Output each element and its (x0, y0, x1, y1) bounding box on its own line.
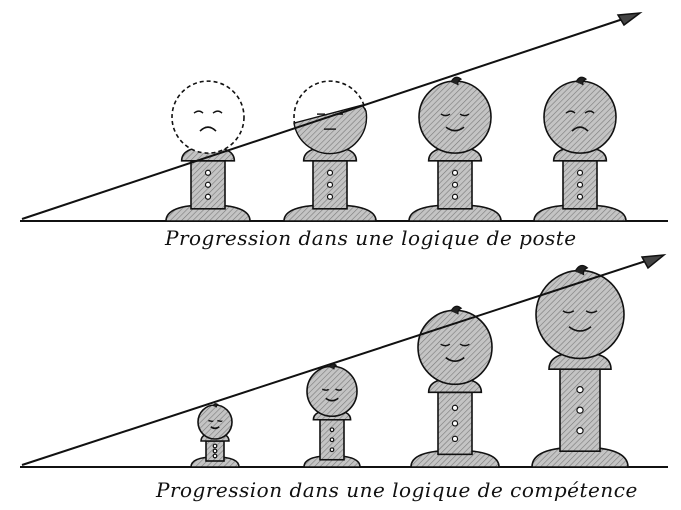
figure-button (329, 437, 335, 443)
figure-button (204, 169, 212, 176)
panel-competence-logic (20, 254, 668, 468)
figure-button (329, 427, 335, 433)
figure-head (418, 80, 492, 154)
face-happy (440, 305, 470, 362)
face-sad (193, 110, 223, 132)
figure-button (329, 447, 335, 453)
figure-button (212, 453, 218, 459)
figure-button (451, 181, 459, 188)
caption-job-logic: Progression dans une logique de poste (165, 226, 577, 250)
figure-head (197, 404, 233, 440)
figure-head (535, 269, 625, 360)
face-happy (208, 403, 223, 430)
figure-stage-2 (283, 80, 377, 222)
face-happy (440, 76, 470, 132)
face-happy (562, 264, 598, 332)
figure-button (326, 193, 334, 200)
figure-button (576, 406, 584, 414)
figure-button (576, 169, 584, 176)
figure-button (576, 181, 584, 188)
caption-competence-logic: Progression dans une logique de compéten… (156, 478, 638, 502)
figure-head (417, 309, 493, 386)
figure-button (576, 386, 584, 394)
figure-stage-3 (408, 76, 502, 222)
figure-button (576, 427, 584, 435)
face-happy (322, 363, 343, 402)
figure-head (171, 80, 245, 154)
figure-stage-2 (303, 363, 361, 468)
figure-stage-4 (533, 76, 627, 222)
figure-stage-1 (190, 403, 240, 468)
progression-arrow (21, 12, 643, 220)
figure-stage-4 (531, 264, 629, 468)
figure-stage-1 (165, 80, 251, 222)
figure-button (451, 420, 459, 427)
figure-button (451, 404, 459, 412)
figure-button (204, 181, 212, 188)
progression-arrow (21, 254, 667, 466)
figure-head (306, 365, 358, 418)
figure-button (451, 169, 459, 176)
figure-stage-3 (410, 305, 500, 468)
figure-button (212, 448, 218, 454)
figure-button (212, 443, 218, 449)
face-sad (565, 76, 595, 132)
figure-button (326, 181, 334, 188)
figure-button (451, 193, 459, 200)
figure-button (451, 435, 459, 443)
figure-head (543, 80, 617, 154)
panel-job-logic (20, 12, 668, 222)
figure-button (326, 169, 334, 176)
figure-button (204, 193, 212, 200)
figure-button (576, 193, 584, 200)
